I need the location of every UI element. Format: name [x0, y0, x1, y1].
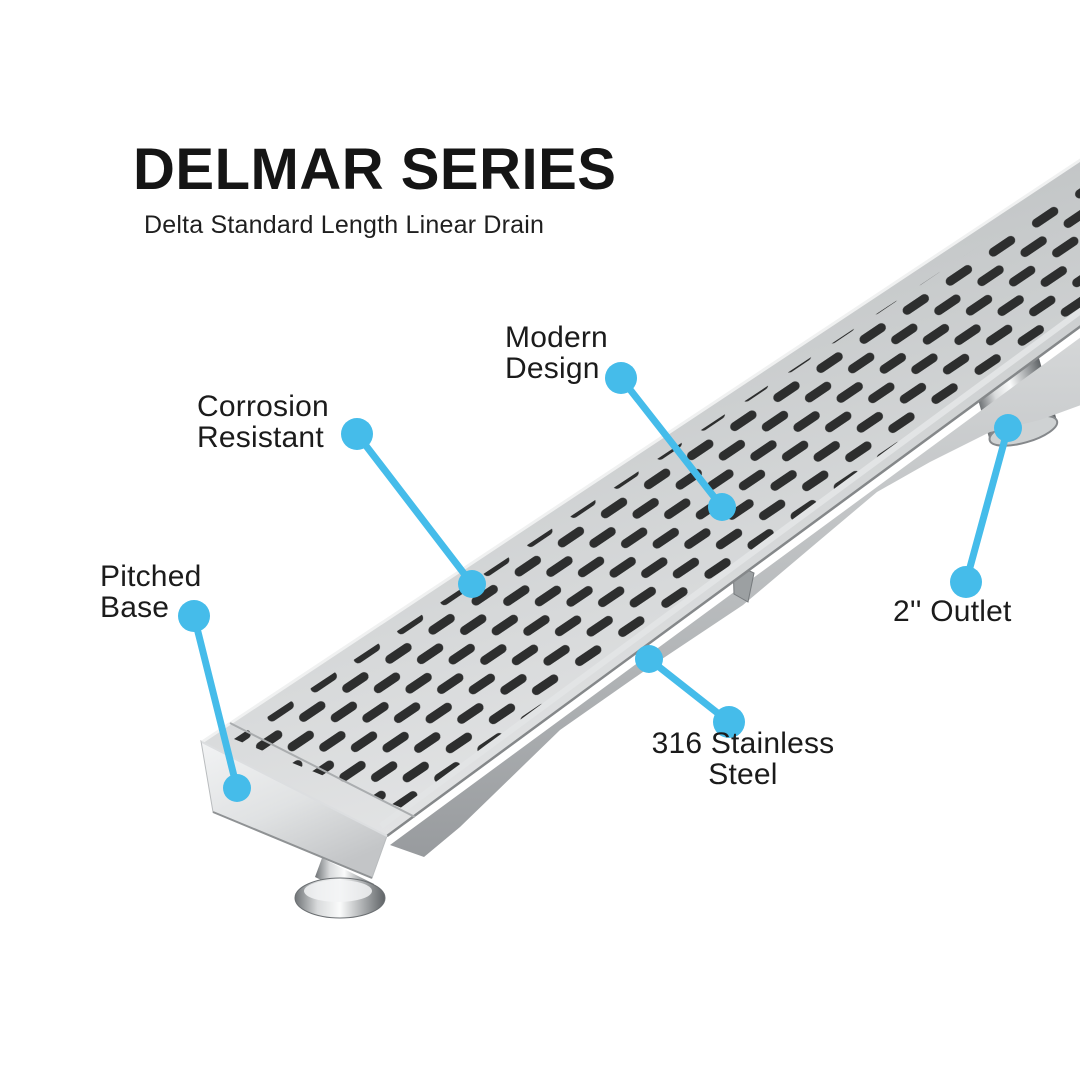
callout-dot-target — [708, 493, 736, 521]
callout-dot-target — [458, 570, 486, 598]
callout-connector-modern-design — [605, 362, 736, 521]
callout-dot-label — [713, 706, 745, 738]
drain-grate — [200, 158, 1080, 838]
callout-connector-pitched-base — [178, 600, 251, 802]
leveling-foot — [294, 877, 386, 919]
callout-dot-target — [994, 414, 1022, 442]
callout-dot-label — [341, 418, 373, 450]
callout-label-two-inch-outlet: 2'' Outlet — [893, 595, 1012, 628]
page-subtitle: Delta Standard Length Linear Drain — [144, 211, 545, 239]
callout-connector-corrosion-resistant — [341, 418, 486, 598]
callout-connector-stainless-steel — [635, 645, 745, 738]
callout-label-modern-design: Modern Design — [505, 321, 608, 385]
callout-dot-label — [605, 362, 637, 394]
callout-label-stainless-steel: 316 Stainless Steel — [651, 727, 835, 791]
callout-dot-target — [635, 645, 663, 673]
channel-side-wall — [390, 337, 1080, 857]
callout-dot-label — [178, 600, 210, 632]
callout-label-pitched-base: Pitched Base — [100, 560, 202, 624]
callout-label-corrosion-resistant: Corrosion Resistant — [197, 390, 329, 454]
grate-slot-pattern — [234, 179, 1080, 808]
callout-dot-label — [950, 566, 982, 598]
page-title: DELMAR SERIES — [133, 137, 617, 202]
callout-connector-two-inch-outlet — [950, 414, 1022, 598]
callout-dot-target — [223, 774, 251, 802]
